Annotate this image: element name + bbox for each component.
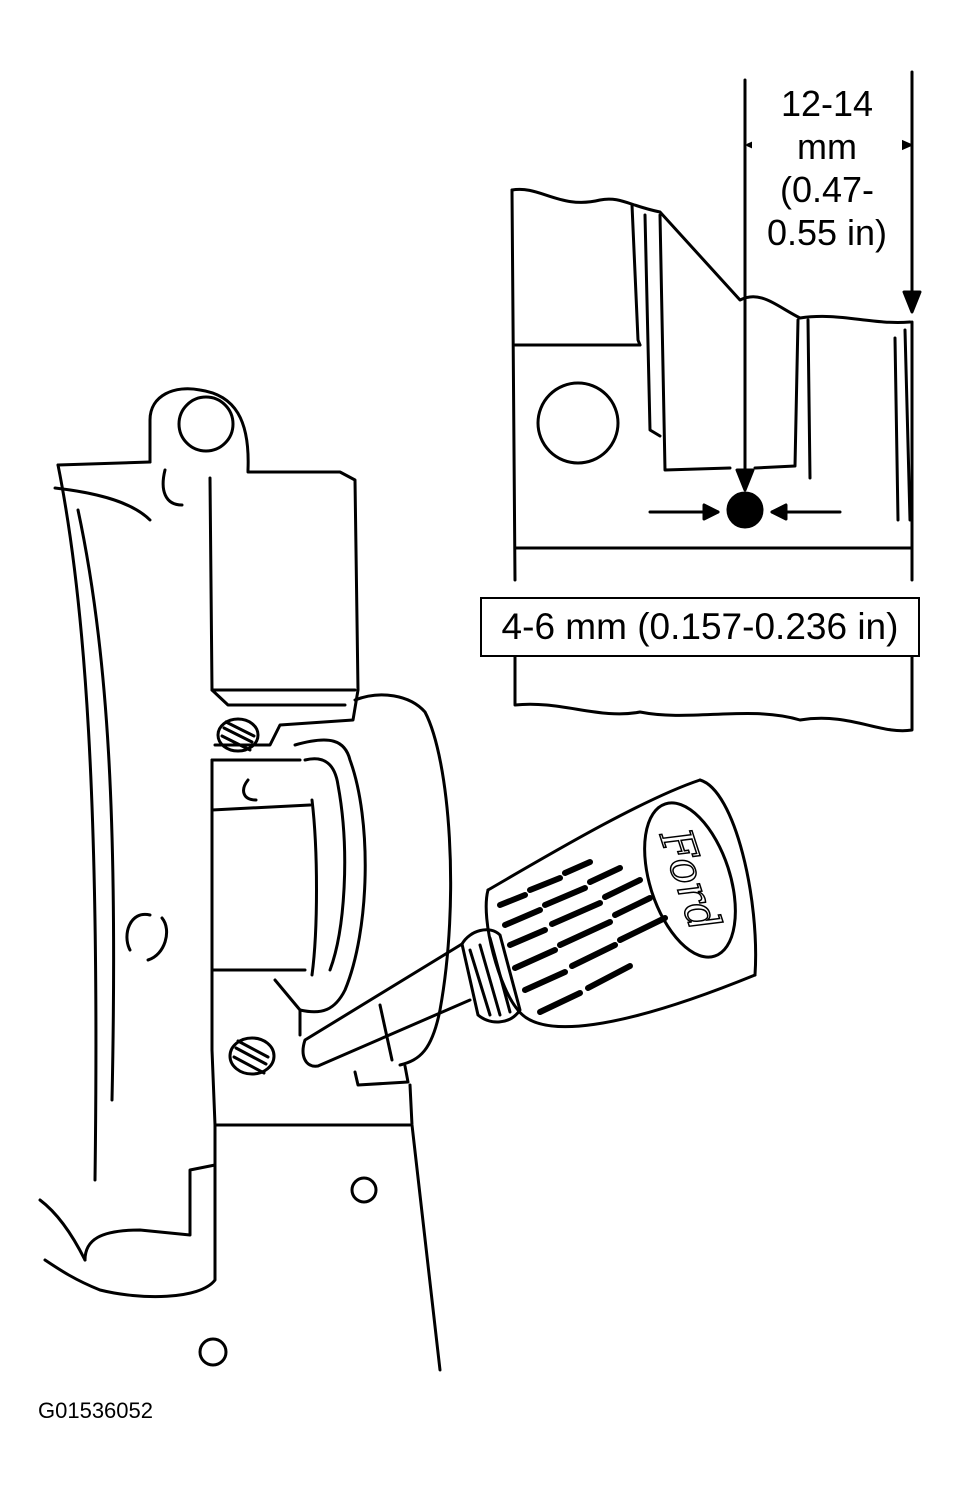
inset-detail: [510, 70, 922, 733]
dimension-label-offset: 12-14 mm (0.47- 0.55 in): [752, 82, 902, 254]
tube-brand-text: Ford: [649, 822, 730, 937]
dimension-offset-unit: mm: [797, 126, 857, 167]
housing-assembly: [38, 387, 453, 1372]
dimension-offset-value: 12-14: [780, 83, 874, 124]
dimension-offset-inch-start: (0.47-: [779, 169, 875, 210]
figure-id: G01536052: [38, 1398, 153, 1423]
dimension-label-dot-size: 4-6 mm (0.157-0.236 in): [480, 597, 920, 657]
dimension-offset-inch-end: 0.55 in): [766, 212, 888, 253]
sealant-tube: [301, 778, 758, 1068]
